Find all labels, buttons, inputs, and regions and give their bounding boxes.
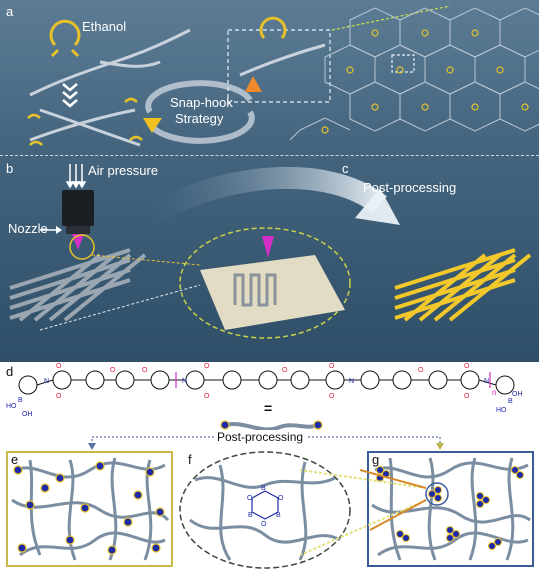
zoom-ellipse-f xyxy=(179,451,351,569)
panel-label-d: d xyxy=(6,364,14,379)
woodpile-gray xyxy=(9,248,147,322)
svg-text:B: B xyxy=(261,485,266,492)
arrow-icon xyxy=(144,166,387,225)
panel-label-a: a xyxy=(6,4,14,19)
svg-text:O: O xyxy=(247,495,253,502)
svg-text:O: O xyxy=(282,367,288,374)
svg-text:O: O xyxy=(142,367,148,374)
svg-text:B: B xyxy=(276,512,281,519)
build-plate xyxy=(200,255,345,330)
chevron-down-icon xyxy=(62,83,78,108)
svg-text:B: B xyxy=(18,397,23,404)
repeat-n-label: n xyxy=(492,388,497,397)
svg-text:O: O xyxy=(204,393,210,400)
svg-text:O: O xyxy=(329,363,335,370)
post-processing-top-label: Post-processing xyxy=(363,180,457,195)
panel-divider xyxy=(0,155,539,156)
panel-label-e: e xyxy=(11,452,19,467)
air-pressure-arrows xyxy=(65,164,87,189)
svg-text:O: O xyxy=(204,363,210,370)
svg-text:O: O xyxy=(418,367,424,374)
svg-text:O: O xyxy=(56,363,62,370)
panel-label-c: c xyxy=(342,161,349,176)
svg-text:O: O xyxy=(464,363,470,370)
svg-text:OH: OH xyxy=(22,411,33,418)
svg-text:O: O xyxy=(329,393,335,400)
nozzle-label: Nozzle xyxy=(8,221,48,236)
chemical-structure xyxy=(18,370,515,395)
strategy-label: Strategy xyxy=(175,111,224,126)
cycle-arrow-icon xyxy=(143,76,262,144)
svg-text:N: N xyxy=(484,378,489,385)
svg-text:OH: OH xyxy=(512,391,523,398)
svg-text:O: O xyxy=(278,495,284,502)
svg-text:B: B xyxy=(248,512,253,519)
panel-label-b: b xyxy=(6,161,14,176)
post-processing-bottom-label: Post-processing xyxy=(214,430,307,444)
svg-text:N: N xyxy=(182,378,187,385)
snap-hook-icon xyxy=(49,19,81,58)
woodpile-yellow xyxy=(394,248,532,322)
lattice-icon xyxy=(289,7,539,141)
chain-icon xyxy=(29,28,191,97)
snap-hook-label: Snap-hook xyxy=(170,95,233,110)
ethanol-label: Ethanol xyxy=(82,19,127,34)
nozzle-icon xyxy=(62,190,94,250)
air-pressure-label: Air pressure xyxy=(88,163,159,178)
svg-text:O: O xyxy=(464,393,470,400)
equals-sign: = xyxy=(264,400,273,416)
svg-text:O: O xyxy=(261,521,267,528)
svg-text:N: N xyxy=(349,378,354,385)
svg-text:O: O xyxy=(56,393,62,400)
panel-label-f: f xyxy=(188,452,192,467)
zoom-box xyxy=(227,29,331,103)
panel-label-g: g xyxy=(372,452,380,467)
svg-text:O: O xyxy=(110,367,116,374)
svg-text:B: B xyxy=(508,398,513,405)
svg-text:N: N xyxy=(44,378,49,385)
svg-text:HO: HO xyxy=(496,407,507,414)
svg-text:HO: HO xyxy=(6,403,17,410)
